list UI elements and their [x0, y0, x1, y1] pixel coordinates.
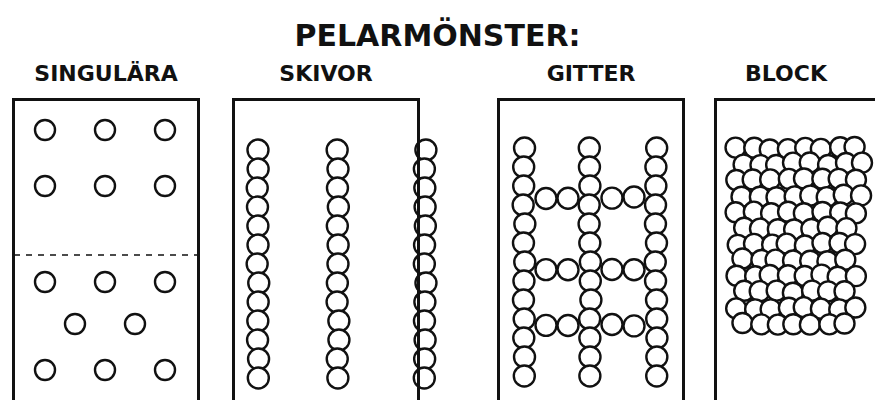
pillar-circle	[602, 188, 623, 209]
pattern-panel: GITTER	[497, 98, 685, 400]
pillar-circle	[155, 176, 175, 196]
pillar-circle	[513, 233, 534, 254]
pillar-circle	[624, 187, 645, 208]
diagram-title: PELARMÖNSTER:	[0, 18, 875, 53]
pillar-circle	[558, 315, 579, 336]
pillar-circle	[558, 188, 579, 209]
pillar-circle	[602, 314, 623, 335]
pillar-circle	[646, 233, 667, 254]
pillar-circle	[579, 366, 600, 387]
pillar-circle	[65, 314, 85, 334]
pillar-circle	[328, 330, 349, 351]
pillar-circle	[514, 214, 535, 235]
pillar-circle	[835, 314, 855, 334]
pillar-circle	[558, 259, 579, 280]
pillar-circle	[125, 314, 145, 334]
pillar-circle	[800, 315, 820, 335]
pillar-circle	[95, 120, 115, 140]
pillar-circle	[327, 368, 348, 389]
panel-label: BLOCK	[704, 61, 868, 86]
pillar-circle	[536, 259, 557, 280]
pillar-circle	[95, 360, 115, 380]
pillar-circle	[624, 315, 645, 336]
pillar-circle	[35, 176, 55, 196]
pillar-circle	[155, 120, 175, 140]
pillar-circle	[580, 290, 601, 311]
panel-label: SKIVOR	[235, 61, 417, 86]
pillar-circle	[513, 195, 534, 216]
pillar-circle	[95, 176, 115, 196]
pillar-circle	[514, 366, 535, 387]
pillar-circle	[95, 272, 115, 292]
pillar-circle	[602, 259, 623, 280]
pillar-circle	[155, 272, 175, 292]
pillar-circle	[35, 272, 55, 292]
pillar-circle	[327, 292, 348, 313]
pillar-circle	[536, 188, 557, 209]
pillar-circle	[414, 254, 435, 275]
pillar-circle	[536, 315, 557, 336]
pillar-circle	[646, 366, 667, 387]
panel-label: SINGULÄRA	[15, 61, 197, 86]
pillar-circle	[35, 360, 55, 380]
pillar-circle	[248, 368, 269, 389]
pattern-panel: SINGULÄRA	[12, 98, 200, 400]
pillar-circle	[414, 368, 435, 389]
pillar-circle	[624, 259, 645, 280]
pillar-circle	[247, 254, 268, 275]
divider-line	[14, 254, 198, 256]
pattern-panel: BLOCK	[714, 98, 875, 400]
pillar-circle	[35, 120, 55, 140]
pillar-circle	[732, 313, 752, 333]
pillar-circle	[155, 360, 175, 380]
panel-label: GITTER	[500, 61, 682, 86]
pattern-panel: SKIVOR	[232, 98, 420, 400]
